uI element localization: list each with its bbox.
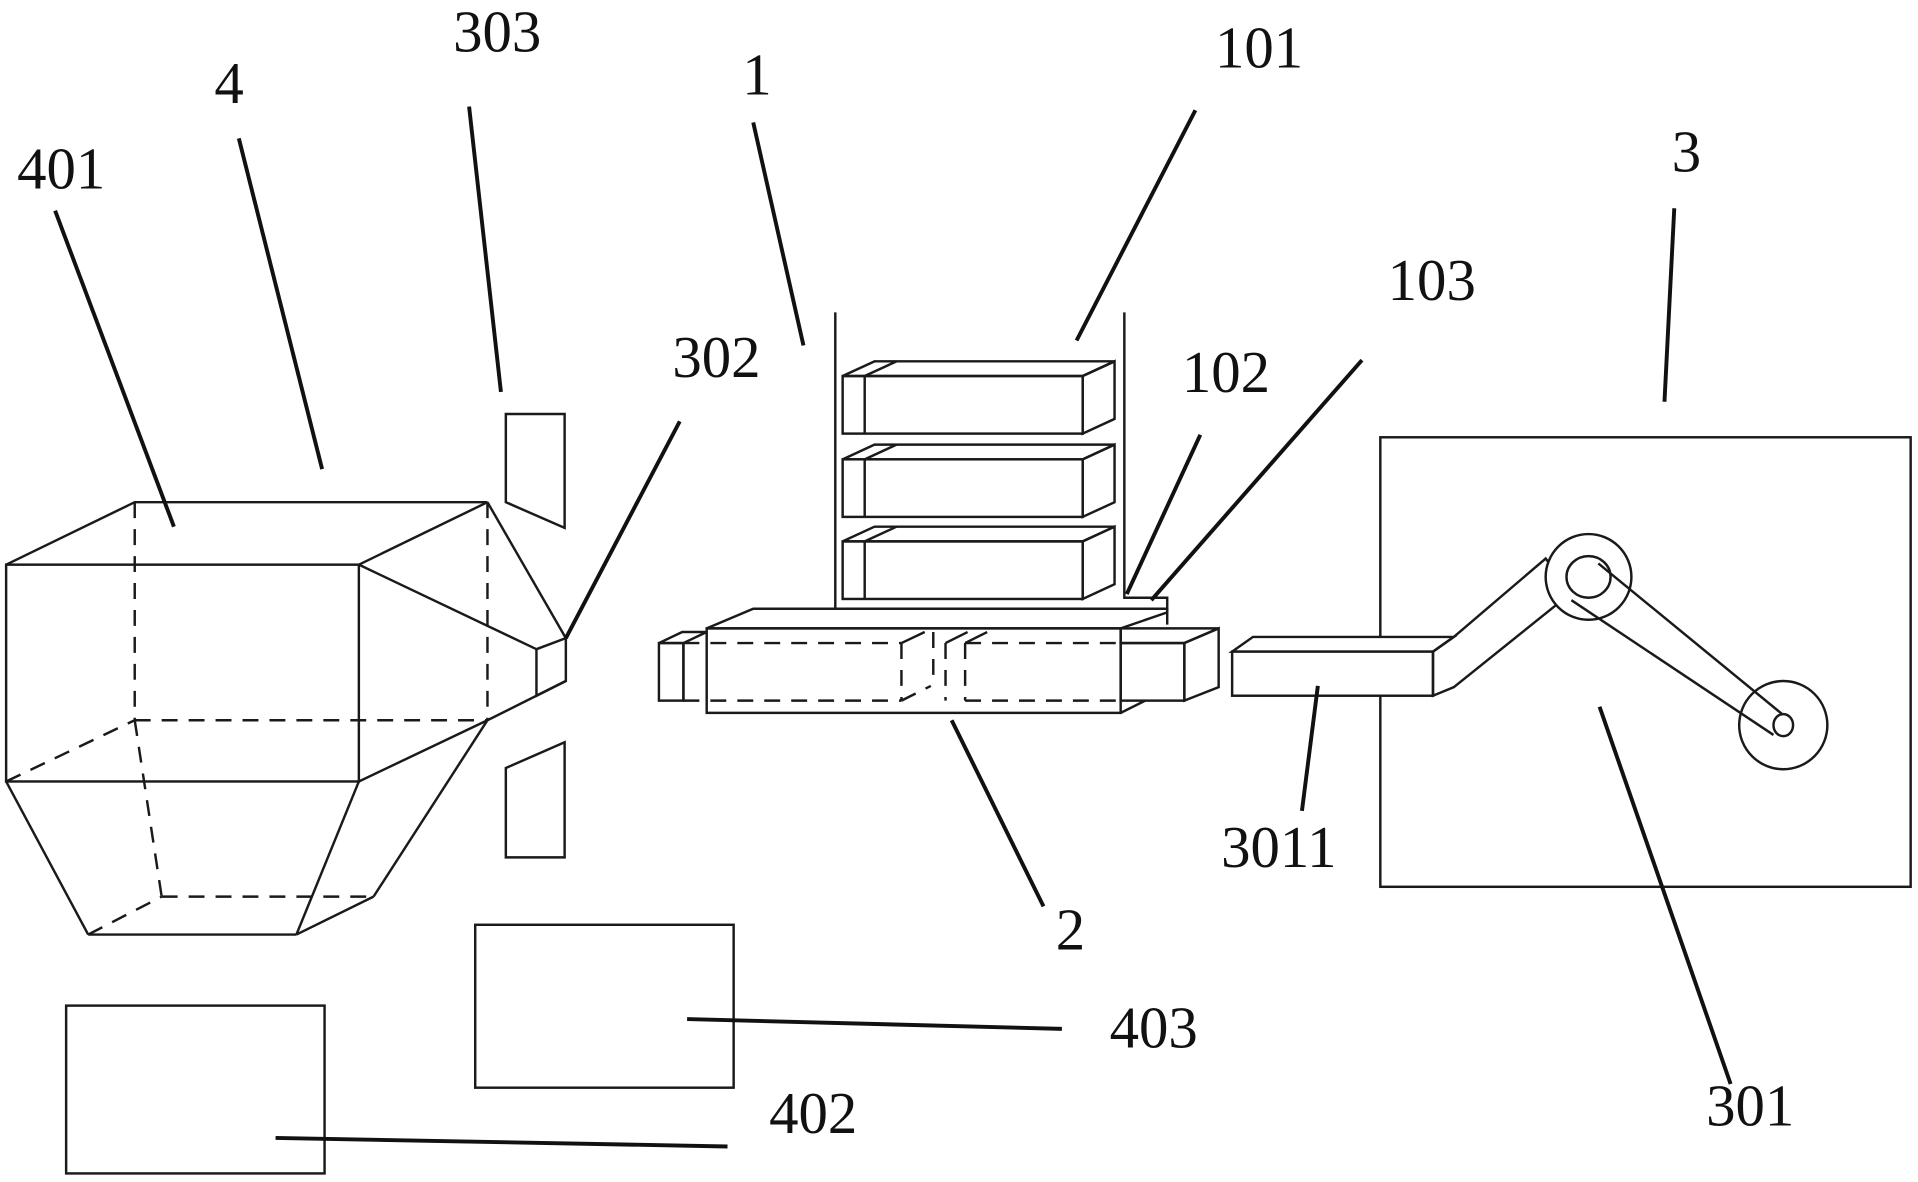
leader-1 — [751, 122, 806, 346]
hopper-funnel-mid — [295, 781, 360, 936]
connecting-rod-upper — [1597, 562, 1789, 720]
rack-right-wall — [1123, 312, 1169, 625]
leader-2 — [949, 719, 1046, 908]
leader-3011 — [1299, 685, 1320, 812]
push-rod-front — [1230, 650, 1435, 697]
leader-102 — [1125, 434, 1203, 595]
leader-401 — [53, 209, 176, 528]
leader-303 — [467, 106, 503, 393]
slider-left-top-depth — [900, 630, 926, 645]
block-3-side — [1081, 524, 1116, 601]
block-1-side — [1081, 359, 1116, 436]
stacked-blocks — [841, 359, 1116, 601]
leader-302 — [564, 420, 682, 640]
label-302: 302 — [672, 325, 760, 390]
crank-wheel-outer — [1544, 532, 1633, 622]
hopper-funnel-right — [372, 719, 489, 898]
hopper-top-right-edge — [358, 501, 488, 566]
slider-right-top-depth-a — [944, 630, 969, 645]
leader-402 — [275, 1135, 728, 1149]
right-slider-side — [1183, 626, 1220, 703]
leader-103 — [1149, 358, 1364, 602]
block-3-end-top-line — [864, 525, 898, 543]
hopper-front-face — [4, 563, 361, 783]
hopper-funnel-right-front — [358, 719, 488, 783]
hopper-bevel-top — [486, 501, 567, 639]
hopper-bevel-upper — [358, 563, 537, 651]
label-303: 303 — [453, 0, 541, 64]
eccentric-wheel-outer — [1737, 679, 1829, 771]
hopper-funnel-left — [5, 780, 90, 936]
hopper-funnel-bottom-right — [295, 895, 375, 936]
conveying-platform — [657, 607, 1220, 715]
block-2-end-top-line — [864, 443, 898, 461]
block-2-side — [1081, 442, 1116, 519]
unit-box-402 — [64, 1004, 326, 1175]
label-103: 103 — [1388, 248, 1476, 313]
label-3: 3 — [1672, 119, 1701, 184]
crank-wheel-inner — [1565, 554, 1612, 599]
block-1-end-top-line — [864, 360, 898, 378]
leader-101 — [1074, 109, 1198, 342]
hopper-hidden-bottom-left — [5, 719, 136, 783]
hopper-funnel-hidden-back-left — [133, 720, 163, 897]
right-slider-front — [1119, 641, 1186, 702]
material-rack — [753, 312, 1169, 625]
label-4: 4 — [214, 51, 243, 116]
hopper-funnel-hidden-bottom-left — [87, 895, 163, 936]
leader-403 — [687, 1017, 1062, 1031]
block-2-front — [841, 458, 1084, 519]
push-rod-top — [1228, 635, 1458, 653]
slider-right-top-depth-b — [964, 630, 988, 645]
block-1-front — [841, 374, 1084, 435]
unit-box-403 — [473, 923, 735, 1089]
leader-4 — [236, 137, 325, 470]
platform-top-face — [706, 607, 1169, 630]
leader-lines — [53, 106, 1733, 1149]
hopper-outlet — [535, 636, 568, 698]
leader-301 — [1597, 706, 1733, 1085]
label-3011: 3011 — [1221, 815, 1336, 880]
label-403: 403 — [1110, 995, 1198, 1060]
left-slider-front — [657, 641, 685, 702]
leader-3 — [1662, 208, 1677, 402]
rack-left-wall — [753, 312, 837, 610]
platform-bottom-right-edge — [1120, 699, 1146, 714]
hopper — [4, 500, 568, 936]
label-101: 101 — [1215, 15, 1303, 80]
drive-box-frame — [1379, 436, 1912, 889]
label-401: 401 — [17, 137, 105, 202]
label-301: 301 — [1706, 1074, 1794, 1139]
guide-plate-lower — [504, 740, 566, 859]
drive-box — [1228, 436, 1912, 889]
hidden-slider-left-depth — [900, 684, 932, 702]
hopper-top-back-edge — [5, 500, 488, 566]
reference-labels: 401 4 303 302 1 101 102 103 3 2 3011 301… — [17, 0, 1794, 1146]
eccentric-wheel-inner — [1772, 712, 1795, 738]
label-2: 2 — [1056, 897, 1085, 962]
label-1: 1 — [742, 42, 771, 107]
label-102: 102 — [1182, 340, 1270, 405]
guide-plate-upper — [504, 412, 566, 530]
block-3-front — [841, 540, 1084, 601]
label-402: 402 — [769, 1081, 857, 1146]
left-slider-top — [658, 630, 708, 645]
